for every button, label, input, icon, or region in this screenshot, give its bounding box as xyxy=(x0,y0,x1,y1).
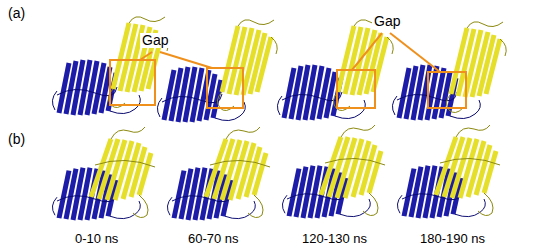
time-label: 180-190 ns xyxy=(420,232,485,246)
time-label: 60-70 ns xyxy=(188,232,239,246)
time-label: 120-130 ns xyxy=(302,232,367,246)
time-label: 0-10 ns xyxy=(75,232,118,246)
panel-label: (a) xyxy=(8,6,25,21)
panel-label: (b) xyxy=(8,132,25,147)
gap-label: Gap xyxy=(140,33,170,48)
gap-label: Gap xyxy=(372,14,402,29)
gap-marker xyxy=(110,33,466,108)
